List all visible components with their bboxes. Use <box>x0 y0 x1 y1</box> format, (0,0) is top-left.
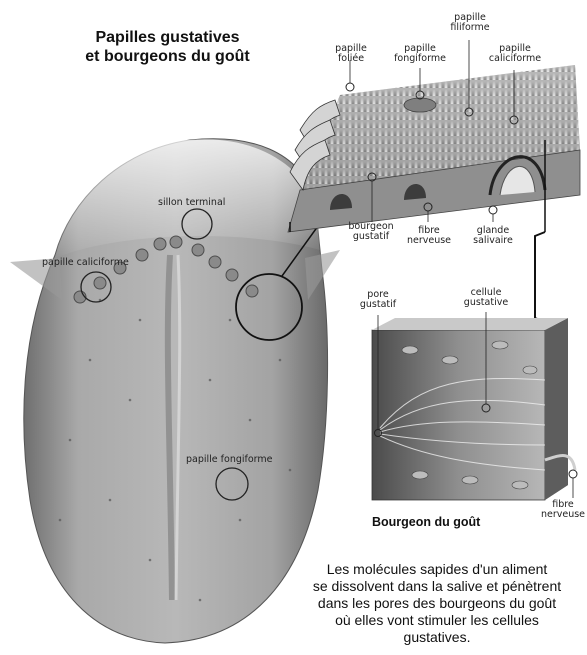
papillae-block-illustration <box>288 40 580 322</box>
label-papille-filiforme: papille filiforme <box>442 13 498 33</box>
taste-bud-illustration <box>372 312 577 500</box>
title-line-1: Papilles gustatives <box>40 28 295 47</box>
label-line: foliée <box>326 54 376 64</box>
title-line-2: et bourgeons du goût <box>40 47 295 66</box>
label-pore-gustatif: pore gustatif <box>356 290 400 310</box>
label-line: caliciforme <box>484 54 546 64</box>
diagram-title: Papilles gustatives et bourgeons du goût <box>40 28 295 66</box>
taste-bud-caption: Bourgeon du goût <box>372 515 480 529</box>
label-glande-salivaire: glande salivaire <box>466 226 520 246</box>
label-papille-fongiforme-tongue: papille fongiforme <box>186 455 273 465</box>
label-line: gustatif <box>344 232 398 242</box>
label-papille-caliciforme-top: papille caliciforme <box>484 44 546 64</box>
label-line: nerveuse <box>402 236 456 246</box>
label-papille-caliciforme-tongue: papille caliciforme <box>42 258 129 268</box>
label-line: gustative <box>456 298 516 308</box>
label-line: nerveuse <box>540 510 586 520</box>
paragraph-line: Les molécules sapides d'un aliment <box>290 561 584 578</box>
paragraph-line: se dissolvent dans la salive et pénètren… <box>290 578 584 595</box>
label-fibre-nerveuse-top: fibre nerveuse <box>402 226 456 246</box>
paragraph-line: gustatives. <box>290 629 584 646</box>
label-bourgeon-gustatif: bourgeon gustatif <box>344 222 398 242</box>
label-line: gustatif <box>356 300 400 310</box>
label-line: filiforme <box>442 23 498 33</box>
label-cellule-gustative: cellule gustative <box>456 288 516 308</box>
explanation-paragraph: Les molécules sapides d'un aliment se di… <box>290 561 584 646</box>
paragraph-line: dans les pores des bourgeons du goût <box>290 595 584 612</box>
label-line: fongiforme <box>392 54 448 64</box>
label-sillon-terminal: sillon terminal <box>158 198 225 208</box>
label-papille-foliee: papille foliée <box>326 44 376 64</box>
label-line: salivaire <box>466 236 520 246</box>
label-fibre-nerveuse-bottom: fibre nerveuse <box>540 500 586 520</box>
paragraph-line: où elles vont stimuler les cellules <box>290 612 584 629</box>
label-papille-fongiforme-top: papille fongiforme <box>392 44 448 64</box>
